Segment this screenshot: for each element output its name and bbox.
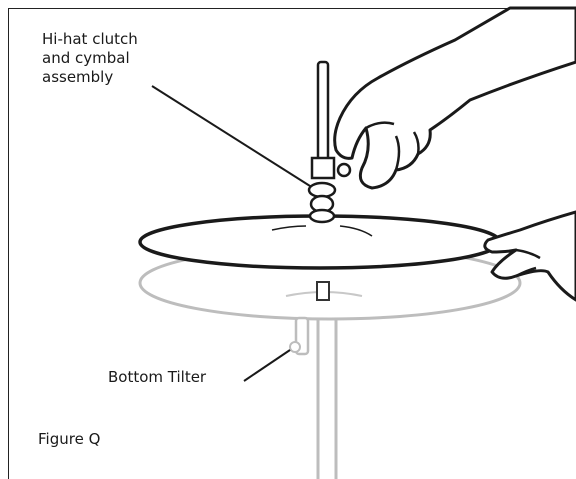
clutch-callout-line3: assembly <box>42 68 114 86</box>
top-cymbal-shine-left <box>271 225 307 231</box>
lower-hand <box>483 210 576 302</box>
top-cymbal-shine-right <box>339 225 373 237</box>
stand-tube <box>316 318 338 479</box>
clutch-callout-line1: Hi-hat clutch <box>42 30 138 48</box>
lower-rod <box>316 281 330 301</box>
lower-hand-finger-lines <box>515 248 541 278</box>
clutch-callout-label: Hi-hat clutch and cymbal assembly <box>42 30 138 87</box>
pull-rod <box>316 60 330 164</box>
tilter-leader-line <box>243 349 291 382</box>
clutch-body <box>310 156 336 180</box>
figure-frame <box>8 8 576 479</box>
bottom-tilter-knob <box>289 341 301 353</box>
upper-hand-finger-lines <box>365 121 420 171</box>
clutch-callout-line2: and cymbal <box>42 49 130 67</box>
clutch-thumbscrew <box>336 162 352 178</box>
figure-caption: Figure Q <box>38 430 101 448</box>
upper-hand <box>333 6 576 190</box>
bottom-tilter-label: Bottom Tilter <box>108 368 207 386</box>
clutch-leader-line <box>151 85 311 187</box>
clutch-nut-lower <box>308 208 336 224</box>
top-cymbal <box>138 214 502 270</box>
